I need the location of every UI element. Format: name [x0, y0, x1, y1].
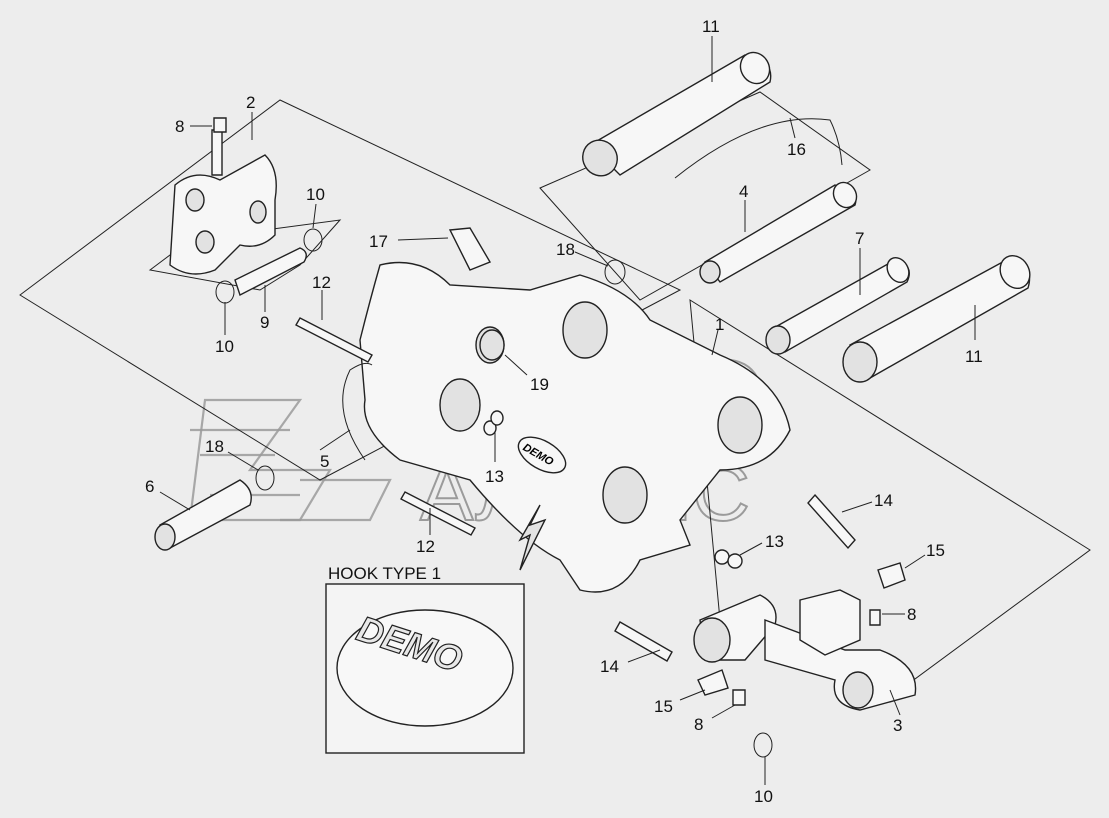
pin-4 — [699, 181, 858, 284]
hitch-body-1: DEMO — [359, 261, 791, 593]
leader-lines — [159, 36, 976, 785]
nut-13d — [727, 553, 743, 569]
elbow-15a — [877, 562, 906, 589]
callout-10b: 10 — [215, 337, 234, 356]
callout-12b: 12 — [416, 537, 435, 556]
ring-18b — [255, 465, 275, 491]
callout-19: 19 — [530, 375, 549, 394]
callout-4: 4 — [739, 182, 748, 201]
lanyard-5 — [342, 362, 373, 461]
callout-16: 16 — [787, 140, 806, 159]
grease-nipple-8c — [732, 689, 746, 706]
callout-14b: 14 — [600, 657, 619, 676]
cylinder-3 — [693, 589, 917, 711]
callout-15a: 15 — [926, 541, 945, 560]
ring-10b — [215, 280, 235, 304]
pin-7 — [765, 256, 910, 355]
hose-14b — [614, 621, 673, 662]
pin-11-lower — [842, 254, 1031, 383]
bracket-group-outline — [19, 99, 682, 481]
callout-13b: 13 — [765, 532, 784, 551]
pin-9 — [234, 247, 307, 296]
nut-13c — [714, 549, 730, 565]
callout-10a: 10 — [306, 185, 325, 204]
lanyard-16 — [674, 118, 843, 179]
callout-8b: 8 — [907, 605, 916, 624]
nut-13b — [490, 410, 504, 426]
bracket-2 — [169, 129, 277, 275]
inset-label: HOOK TYPE 1 — [328, 564, 441, 583]
hose-14a — [807, 493, 856, 550]
callout-13a: 13 — [485, 467, 504, 486]
grease-nipple-8b — [869, 609, 881, 626]
callout-10c: 10 — [754, 787, 773, 806]
callout-9: 9 — [260, 313, 269, 332]
bolt-12a — [295, 317, 373, 363]
callout-2: 2 — [246, 93, 255, 112]
callout-12a: 12 — [312, 273, 331, 292]
callout-11b: 11 — [965, 347, 983, 366]
grease-nipple-8a — [213, 117, 227, 133]
callout-18a: 18 — [556, 240, 575, 259]
callout-14a: 14 — [874, 491, 893, 510]
callout-15b: 15 — [654, 697, 673, 716]
callout-8c: 8 — [694, 715, 703, 734]
ring-18a — [604, 259, 626, 285]
pin-6 — [154, 479, 252, 551]
callout-6: 6 — [145, 477, 154, 496]
bushing-19 — [479, 329, 505, 361]
callout-1: 1 — [715, 315, 724, 334]
nut-13a — [483, 420, 497, 436]
inset-logo-plate — [336, 609, 514, 727]
direction-arrow — [518, 504, 547, 571]
callout-3: 3 — [893, 716, 902, 735]
callout-11a: 11 — [702, 17, 720, 36]
callout-18b: 18 — [205, 437, 224, 456]
ring-10a — [303, 228, 323, 252]
bolt-12b — [400, 491, 476, 536]
callout-17: 17 — [369, 232, 388, 251]
callout-8a: 8 — [175, 117, 184, 136]
ring-10c — [753, 732, 773, 758]
callout-7: 7 — [855, 229, 864, 248]
pin-11-upper — [582, 51, 772, 177]
callout-5: 5 — [320, 452, 329, 471]
elbow-15b — [697, 669, 729, 696]
clip-17 — [448, 227, 492, 271]
